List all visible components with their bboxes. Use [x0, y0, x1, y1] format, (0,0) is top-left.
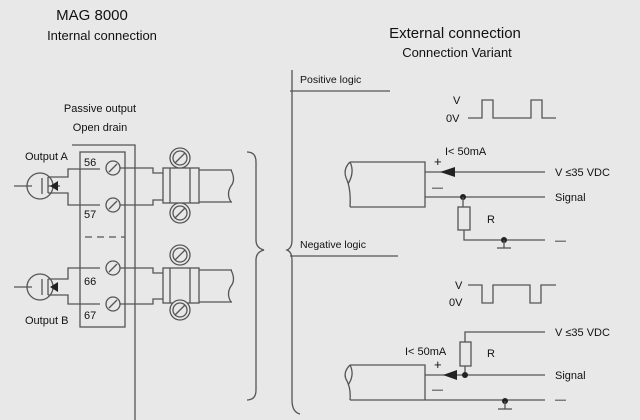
pos-current-label: I< 50mA — [445, 146, 487, 158]
neg-signal-label: Signal — [555, 370, 586, 382]
neg-current-label: I< 50mA — [405, 346, 447, 358]
terminal-label: 66 — [84, 276, 96, 288]
negative-circuit — [344, 331, 545, 410]
pos-minus-label: — — [432, 182, 443, 194]
transistor-a-icon — [14, 168, 100, 206]
passive-output-label: Passive output — [64, 103, 136, 115]
output-b-label: Output B — [25, 315, 68, 327]
negative-logic-label: Negative logic — [300, 239, 366, 251]
terminal-57: 57 — [84, 197, 121, 221]
pos-plus-label: + — [434, 154, 442, 169]
pos-v-label: V — [453, 95, 461, 107]
neg-neg-label: — — [555, 394, 566, 406]
neg-0v-label: 0V — [449, 297, 463, 309]
neg-plus-label: + — [434, 357, 442, 372]
positive-circuit — [344, 161, 545, 249]
external-subtitle: Connection Variant — [402, 45, 512, 60]
terminal-label: 67 — [84, 310, 96, 322]
terminal-label: 57 — [84, 209, 96, 221]
transistor-b-icon — [14, 267, 100, 305]
pos-r-label: R — [487, 214, 495, 226]
cable-clamp-b-icon — [120, 244, 235, 321]
internal-subtitle: Internal connection — [47, 28, 157, 43]
device-title: MAG 8000 — [56, 7, 128, 24]
terminal-66: 66 — [84, 260, 121, 288]
terminal-67: 67 — [84, 296, 121, 322]
pos-signal-label: Signal — [555, 192, 586, 204]
positive-pulse-waveform — [468, 99, 556, 119]
pos-supply-label: V ≤35 VDC — [555, 167, 610, 179]
external-title: External connection — [389, 25, 521, 42]
open-drain-label: Open drain — [73, 122, 127, 134]
pos-0v-label: 0V — [446, 113, 460, 125]
brace-right — [285, 239, 301, 415]
neg-v-label: V — [455, 280, 463, 292]
cable-clamp-a-icon — [120, 147, 235, 224]
terminal-56: 56 — [84, 157, 121, 176]
output-a-label: Output A — [25, 151, 68, 163]
negative-pulse-waveform — [468, 284, 556, 304]
pos-neg-label: — — [555, 235, 566, 247]
neg-supply-label: V ≤35 VDC — [555, 327, 610, 339]
neg-r-label: R — [487, 348, 495, 360]
terminal-label: 56 — [84, 157, 96, 169]
internal-housing — [72, 144, 136, 420]
neg-minus-label: — — [432, 384, 443, 396]
brace-left — [246, 151, 265, 401]
positive-logic-label: Positive logic — [300, 74, 361, 86]
